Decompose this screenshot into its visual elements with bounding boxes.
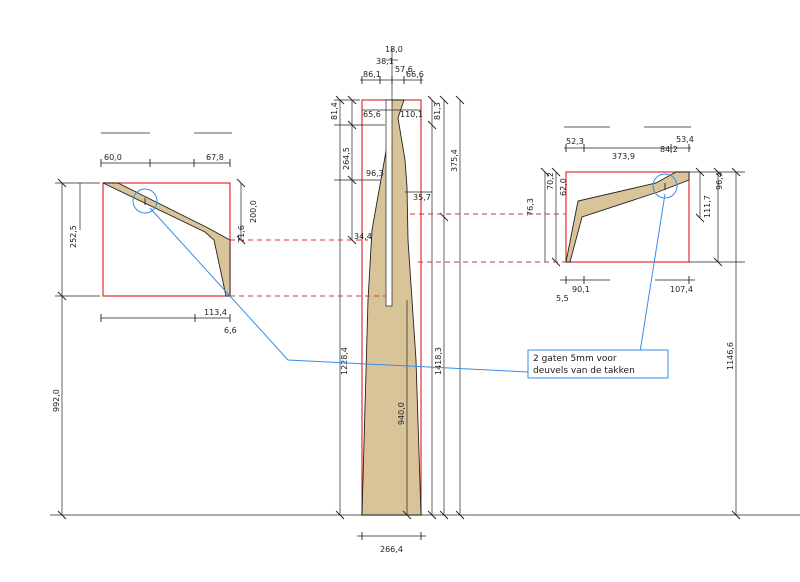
dim-trunk-81-4: 81,4 (330, 102, 339, 120)
overall-dimensions: 992,0 1146,6 (50, 296, 800, 520)
dim-right-76-3: 76,3 (526, 198, 535, 216)
dim-top-86-1: 86,1 (363, 70, 381, 79)
dim-trunk-1418-3: 1418,3 (434, 347, 443, 375)
dim-right-96-4: 96,4 (715, 172, 724, 190)
dim-right-62: 62,0 (559, 178, 568, 196)
dim-right-111-7: 111,7 (703, 195, 712, 218)
dim-right-84-2: 84,2 (660, 145, 678, 154)
callout-box (527, 349, 669, 379)
dim-trunk-1228-4: 1228,4 (340, 347, 349, 375)
dim-right-373-9: 373,9 (612, 152, 635, 161)
right-dowel-hole-icon (652, 173, 678, 199)
dim-trunk-266-4: 266,4 (380, 545, 403, 554)
dim-right-5-5: 5,5 (556, 294, 569, 303)
dim-top-18: 18,0 (385, 45, 403, 54)
callout: 2 gaten 5mm voor deuvels van de takken (149, 193, 669, 379)
right-branch: 52,3 53,4 373,9 84,2 70,2 76,3 62,0 96,4… (526, 126, 745, 520)
callout-line-2: deuvels van de takken (533, 366, 635, 376)
dim-right-52-3: 52,3 (566, 137, 584, 146)
trunk: 18,0 38,1 57,6 86,1 66,6 81,4 65,6 110,1… (330, 45, 465, 554)
dim-top-66-6: 66,6 (406, 70, 424, 79)
left-branch-shape (102, 182, 231, 297)
dim-left-113-4: 113,4 (204, 308, 227, 317)
callout-line-1: 2 gaten 5mm voor (533, 354, 617, 364)
dim-right-70-2: 70,2 (546, 172, 555, 190)
dim-right-53-4: 53,4 (676, 135, 694, 144)
left-branch-bounding-box (102, 182, 231, 297)
dim-trunk-264-5: 264,5 (342, 147, 351, 170)
dim-right-90-1: 90,1 (572, 285, 590, 294)
dim-trunk-375-4: 375,4 (450, 149, 459, 172)
dim-left-60: 60,0 (104, 153, 122, 162)
dim-right-107-4: 107,4 (670, 285, 693, 294)
dim-trunk-96-3: 96,3 (366, 169, 384, 178)
dim-trunk-940: 940,0 (397, 402, 406, 425)
dim-overall-1146-6: 1146,6 (726, 342, 735, 370)
right-branch-shape (565, 171, 690, 263)
dim-left-6-6: 6,6 (224, 326, 237, 335)
dim-left-252-5: 252,5 (69, 225, 78, 248)
dim-left-200: 200,0 (249, 200, 258, 223)
dim-trunk-65-6: 65,6 (363, 110, 381, 119)
callout-leader-left (149, 207, 529, 373)
right-branch-bounding-box (565, 171, 690, 263)
dim-left-67-8: 67,8 (206, 153, 224, 162)
callout-leader-right (602, 193, 666, 353)
dim-trunk-35-7: 35,7 (413, 193, 431, 202)
dim-left-71-6: 71,6 (237, 225, 246, 243)
dim-top-57-6: 57,6 (395, 65, 413, 74)
dim-trunk-81-3: 81,3 (433, 102, 442, 120)
alignment-lines (230, 213, 566, 297)
left-dowel-hole-icon (132, 188, 158, 214)
dim-trunk-34-4: 34,4 (354, 232, 372, 241)
trunk-shape (361, 99, 422, 516)
dim-top-38-1: 38,1 (376, 57, 394, 66)
dim-overall-992: 992,0 (52, 389, 61, 412)
trunk-slot (385, 99, 393, 307)
left-branch: 60,0 67,8 252,5 200,0 71,6 113,4 6,6 (55, 132, 258, 335)
dim-trunk-110-1: 110,1 (400, 110, 423, 119)
